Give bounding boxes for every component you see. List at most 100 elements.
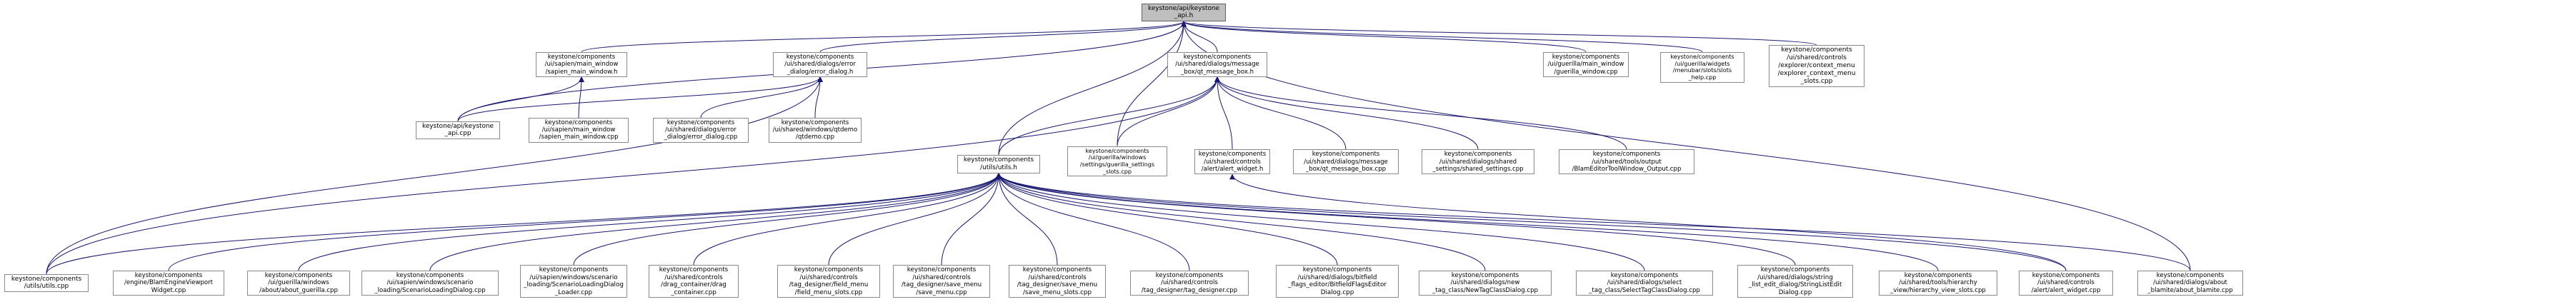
node-label-line: /ui/shared/dialogs/new — [1450, 279, 1520, 287]
graph-node-utils-cpp[interactable]: keystone/components/utils/utils.cpp — [4, 273, 89, 293]
node-label-line: keystone/components — [794, 266, 864, 273]
graph-node-qtdemo-cpp[interactable]: keystone/components/ui/shared/windows/qt… — [769, 117, 862, 143]
node-label-line: keystone/components — [264, 271, 333, 279]
graph-node-tag-designer-cpp[interactable]: keystone/components/ui/shared/controls/t… — [1130, 270, 1249, 296]
node-label-line: keystone/components — [11, 275, 82, 283]
graph-node-save-menu-slots-cpp[interactable]: keystone/components/ui/shared/controls/t… — [1009, 265, 1106, 298]
node-label-line: keystone/components — [907, 266, 977, 273]
node-label-line: _view/hierarchy_view_slots.cpp — [1890, 286, 1986, 294]
graph-node-slots-help-cpp[interactable]: keystone/components/ui/guerilla/widgets/… — [1660, 51, 1744, 83]
graph-node-string-list-edit-dialog-cpp[interactable]: keystone/components/ui/shared/dialogs/st… — [1737, 265, 1853, 298]
graph-node-scenario-loading-dialog-loader-cpp[interactable]: keystone/components/ui/sapien/windows/sc… — [520, 265, 627, 298]
node-label-line: /ui/shared/dialogs/bitfield — [1297, 273, 1377, 281]
node-label-line: /ui/sapien/windows/scenario — [529, 273, 618, 281]
graph-node-alert-widget-h[interactable]: keystone/components/ui/shared/controls/a… — [1194, 149, 1270, 175]
graph-node-keystone-api-cpp[interactable]: keystone/api/keystone_api.cpp — [416, 121, 500, 139]
node-label-line: /menubar/slots/slots — [1672, 66, 1732, 74]
graph-node-save-menu-cpp[interactable]: keystone/components/ui/shared/controls/t… — [893, 265, 990, 298]
edge-context-menu-cpp-to-root — [1181, 21, 1817, 46]
node-label-line: /alert/alert_widget.h — [1201, 165, 1264, 173]
node-label-line: keystone/components — [1198, 151, 1267, 158]
graph-node-blam-editor-output-cpp[interactable]: keystone/components/ui/shared/tools/outp… — [1559, 149, 1694, 175]
node-label-line: /ui/sapien/main_window — [544, 61, 619, 69]
graph-node-field-menu-slots-cpp[interactable]: keystone/components/ui/shared/controls/t… — [777, 265, 880, 298]
node-label-line: keystone/components — [659, 266, 729, 273]
node-label-line: /ui/shared/dialogs/select — [1607, 279, 1682, 287]
graph-node-hierarchy-view-slots-cpp[interactable]: keystone/components/ui/shared/tools/hier… — [1879, 270, 1997, 296]
graph-node-utils-h[interactable]: keystone/components/utils/utils.h — [957, 155, 1040, 173]
node-label-line: keystone/components — [539, 266, 609, 273]
node-label-line: Widget.cpp — [151, 286, 186, 294]
node-label-line: keystone/components — [1444, 151, 1512, 158]
edge-blam-engine-viewport-cpp-to-utils-h — [168, 172, 1002, 271]
graph-node-sapien-main-window-cpp[interactable]: keystone/components/ui/sapien/main_windo… — [529, 117, 629, 143]
node-label-line: keystone/components — [781, 119, 849, 126]
node-label-line: /explorer/context_menu — [1778, 62, 1855, 70]
node-label-line: /ui/shared/controls — [799, 273, 858, 281]
node-label-line: keystone/components — [1183, 53, 1252, 61]
graph-node-drag-container-cpp[interactable]: keystone/components/ui/shared/controls/d… — [649, 265, 739, 298]
graph-node-guerilla-window-cpp[interactable]: keystone/components/ui/guerilla/main_win… — [1543, 51, 1629, 77]
node-label-line: keystone/components — [786, 53, 854, 61]
node-label-line: keystone/components — [667, 119, 735, 126]
graph-node-about-blamite-cpp[interactable]: keystone/components/ui/shared/dialogs/ab… — [2137, 270, 2243, 296]
edge-utils-h-to-message-box-h — [998, 76, 1220, 156]
node-label-line: /save_menu_slots.cpp — [1022, 288, 1092, 296]
edge-save-menu-cpp-to-utils-h — [941, 172, 1002, 266]
node-label-line: _dialog/error_dialog.h — [787, 68, 854, 76]
graph-node-bitfield-flag-editor-cpp[interactable]: keystone/components/ui/shared/dialogs/bi… — [1276, 265, 1399, 298]
graph-node-scenario-loading-dialog-cpp[interactable]: keystone/components/ui/sapien/windows/sc… — [361, 270, 499, 296]
node-label-line: /ui/shared/controls — [1204, 158, 1261, 166]
graph-node-select-tag-class-dialog-cpp[interactable]: keystone/components/ui/shared/dialogs/se… — [1576, 270, 1713, 296]
node-label-line: /ui/guerilla/windows — [1088, 153, 1147, 161]
edge-field-menu-slots-cpp-to-utils-h — [828, 172, 1002, 266]
graph-node-qt-message-box-cpp[interactable]: keystone/components/ui/shared/dialogs/me… — [1293, 149, 1399, 175]
graph-node-alert-widget-cpp[interactable]: keystone/components/ui/shared/controls/a… — [2019, 270, 2113, 296]
node-label-line: /ui/shared/dialogs/message — [1304, 158, 1388, 166]
node-label-line: _help.cpp — [1688, 74, 1717, 81]
node-label-line: /drag_container/drag — [661, 281, 727, 288]
graph-node-guerilla-settings-cpp[interactable]: keystone/components/ui/guerilla/windows/… — [1067, 146, 1167, 177]
node-label-line: _dialog/error_dialog.cpp — [664, 134, 738, 141]
node-label-line: _box/qt_message_box.h — [1180, 68, 1254, 76]
node-label-line: /ui/sapien/windows/scenario — [386, 279, 474, 287]
node-label-line: keystone/api/keystone — [421, 122, 494, 130]
graph-node-shared-settings-cpp[interactable]: keystone/components/ui/shared/dialogs/sh… — [1422, 149, 1534, 175]
node-label-line: /ui/guerilla/main_window — [1547, 61, 1624, 69]
node-label-line: keystone/components — [1781, 46, 1852, 54]
node-label-line: keystone/components — [396, 271, 464, 279]
node-label-line: /engine/BlamEngineViewport — [124, 279, 214, 287]
edge-shared-settings-cpp-to-message-box-h — [1214, 76, 1479, 150]
node-label-line: /ui/shared/controls — [1028, 273, 1087, 281]
graph-node-message-box-h[interactable]: keystone/components/ui/shared/dialogs/me… — [1167, 51, 1267, 77]
graph-node-blam-engine-viewport-cpp[interactable]: keystone/components/engine/BlamEngineVie… — [113, 270, 224, 296]
node-label-line: /ui/sapien/main_window — [541, 126, 616, 134]
node-label-line: /ui/guerilla/windows — [268, 279, 329, 287]
graph-node-new-tag-class-dialog-cpp[interactable]: keystone/components/ui/shared/dialogs/ne… — [1419, 270, 1552, 296]
edge-alert-widget-cpp-to-alert-widget-h — [1229, 173, 2067, 271]
graph-node-context-menu-cpp[interactable]: keystone/components/ui/shared/controls/e… — [1769, 45, 1864, 88]
graph-node-main-window-h[interactable]: keystone/components/ui/sapien/main_windo… — [536, 51, 627, 77]
node-label-line: /ui/shared/dialogs/about — [2153, 279, 2227, 287]
graph-node-error-dialog-h[interactable]: keystone/components/ui/shared/dialogs/er… — [773, 51, 867, 77]
graph-node-about-guerilla-cpp[interactable]: keystone/components/ui/guerilla/windows/… — [247, 270, 350, 296]
node-label-line: keystone/api/keystone — [1147, 4, 1219, 12]
node-label-line: keystone/components — [2032, 271, 2100, 279]
edge-utils-cpp-to-message-box-h — [46, 76, 1220, 274]
node-label-line: /ui/shared/dialogs/shared — [1439, 158, 1517, 166]
node-label-line: /utils/utils.cpp — [24, 283, 69, 291]
node-label-line: keystone/components — [2156, 271, 2225, 279]
node-label-line: keystone/components — [963, 156, 1034, 164]
node-label-line: /ui/shared/dialogs/error — [665, 126, 737, 134]
node-label-line: _tag_class/NewTagClassDialog.cpp — [1432, 286, 1538, 294]
graph-node-error-dialog-cpp[interactable]: keystone/components/ui/shared/dialogs/er… — [653, 117, 749, 143]
edge-hierarchy-view-slots-cpp-to-utils-h — [996, 172, 1939, 271]
node-label-line: Dialog.cpp — [1778, 288, 1812, 296]
node-label-line: /ui/shared/tools/hierarchy — [1899, 279, 1977, 287]
edge-drag-container-cpp-to-utils-h — [693, 172, 1002, 266]
node-label-line: /tag_designer/save_menu — [1017, 281, 1098, 288]
node-label-line: /guerilla_window.cpp — [1554, 68, 1618, 76]
node-label-line: /sapien_main_window.cpp — [539, 134, 619, 141]
node-label-line: /ui/guerilla/widgets — [1674, 59, 1730, 67]
node-label-line: /tag_designer/save_menu — [901, 281, 982, 288]
